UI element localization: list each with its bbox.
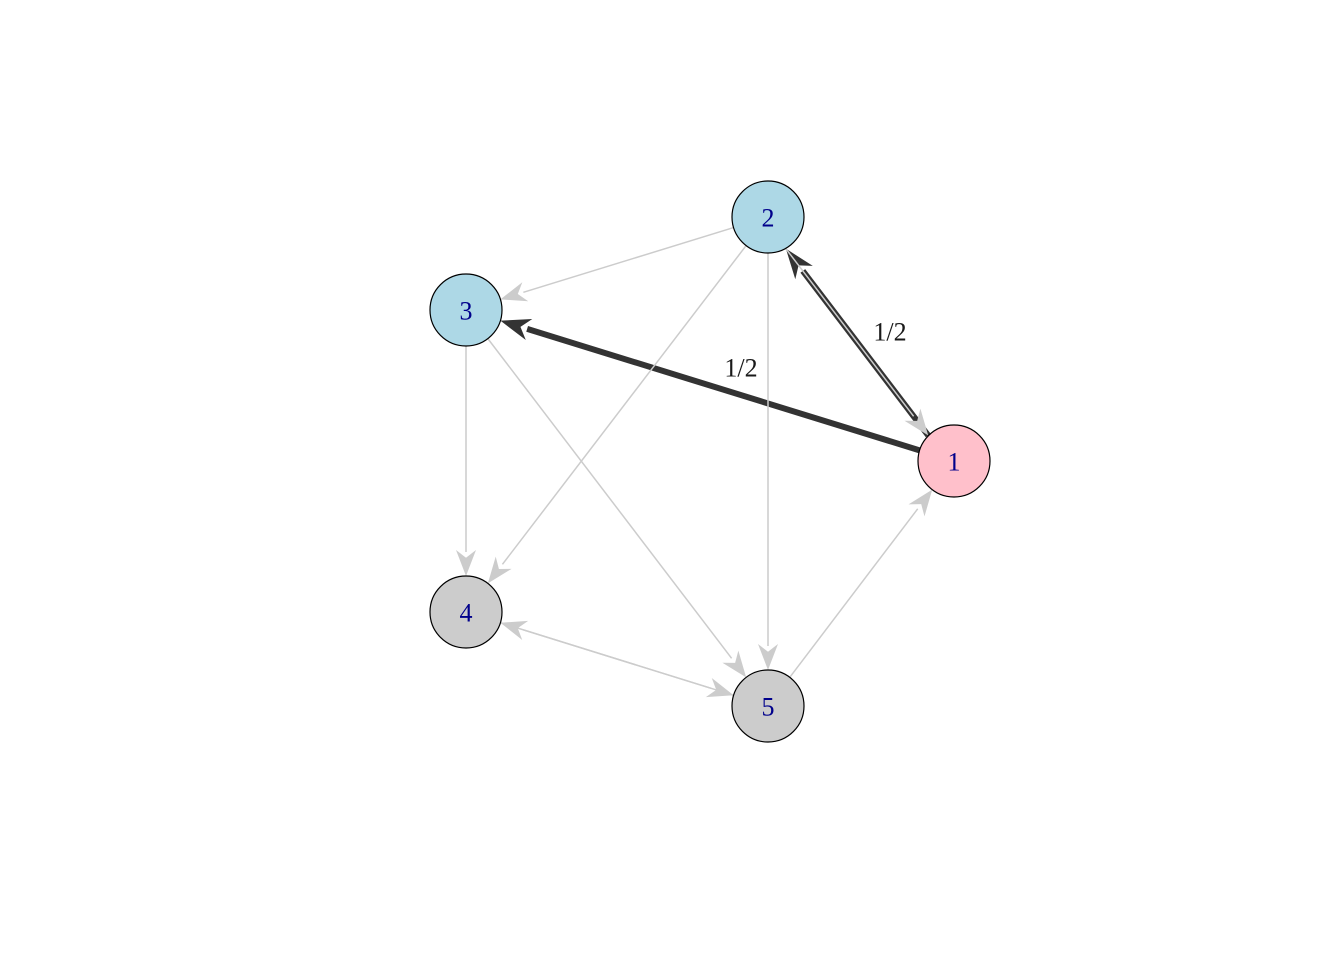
edge-1-to-3	[500, 319, 921, 454]
edge-5-to-1	[789, 489, 933, 678]
node-circle	[917, 424, 991, 498]
arrowhead	[500, 282, 529, 302]
edge-2-to-3	[500, 226, 734, 302]
node-1[interactable]: 1	[917, 424, 991, 498]
arrowhead	[705, 678, 734, 698]
node-4[interactable]: 4	[429, 575, 503, 649]
node-2[interactable]: 2	[731, 180, 805, 254]
arrowhead	[500, 620, 529, 640]
node-label: 5	[762, 693, 775, 722]
node-circle	[429, 575, 503, 649]
edge-line	[487, 338, 733, 659]
node-circle	[429, 273, 503, 347]
edge-3-to-4	[456, 346, 476, 576]
edge-line	[523, 629, 734, 697]
arrowhead	[904, 408, 929, 436]
arrowhead	[456, 550, 476, 576]
edge-5-to-4	[500, 620, 734, 697]
node-label: 2	[762, 204, 775, 233]
edge-2-to-5	[758, 253, 778, 670]
edge-line	[501, 245, 747, 565]
node-label: 1	[948, 448, 961, 477]
arrowhead	[908, 489, 933, 517]
nodes-layer: 1 2 3 4 5	[429, 180, 991, 743]
arrowhead	[722, 650, 747, 678]
edge-line	[523, 226, 734, 294]
edge-2-to-4	[487, 245, 747, 584]
arrowhead	[487, 556, 512, 584]
arrowhead	[500, 319, 533, 341]
edges-layer	[456, 226, 933, 698]
arrowhead	[758, 644, 778, 670]
node-label: 3	[460, 297, 473, 326]
edge-label-1-to-2: 1/2	[873, 318, 906, 347]
edge-line	[785, 248, 915, 417]
node-circle	[731, 669, 805, 743]
edge-label-1-to-3: 1/2	[724, 354, 757, 383]
edge-line	[526, 326, 921, 454]
node-3[interactable]: 3	[429, 273, 503, 347]
node-circle	[731, 180, 805, 254]
edge-2-to-1	[785, 248, 929, 436]
edge-line	[789, 508, 919, 678]
node-5[interactable]: 5	[731, 669, 805, 743]
node-label: 4	[460, 599, 473, 628]
edge-labels-layer: 1/2 1/2	[724, 318, 906, 383]
edge-3-to-5	[487, 338, 747, 678]
